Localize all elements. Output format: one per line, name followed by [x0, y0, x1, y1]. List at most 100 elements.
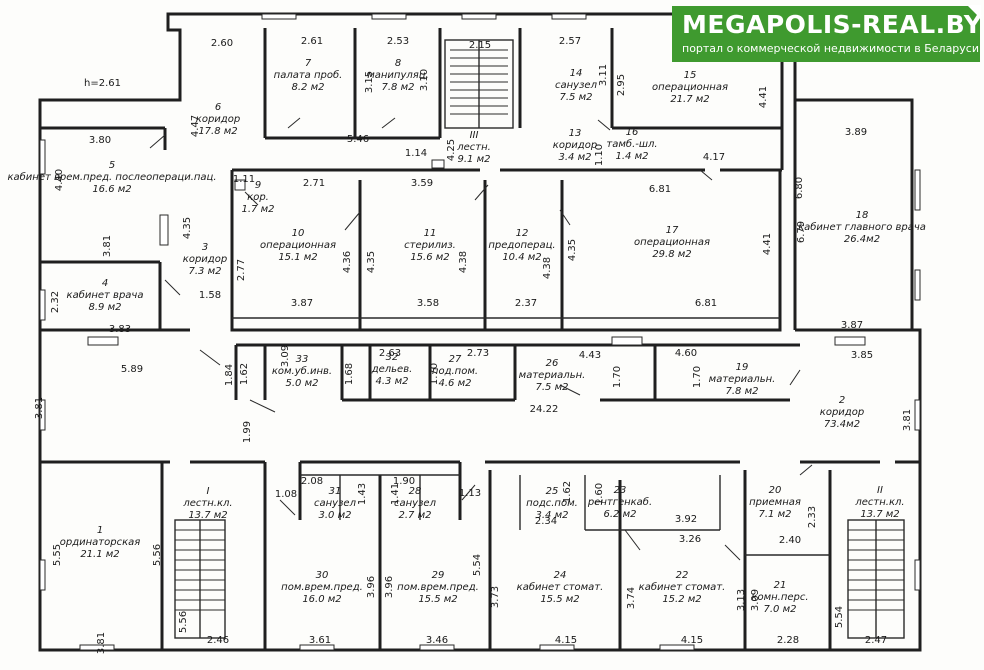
room-label: 20	[769, 485, 782, 496]
watermark-logo: MEGAPOLIS-REAL.BY портал о коммерческой …	[672, 5, 983, 62]
room-label: 15	[684, 70, 697, 81]
dimension-label: 3.15	[364, 71, 375, 93]
dimension-label: 3.80	[89, 135, 111, 146]
dimension-label: 6.81	[695, 298, 717, 309]
dimension-label: 3.81	[102, 235, 113, 257]
dimension-label: 3.96	[384, 576, 395, 598]
room-label: предоперац.	[488, 240, 555, 251]
room-label: 5	[109, 160, 115, 171]
dimension-label: 1.43	[357, 483, 368, 505]
dimension-label: 4.47	[190, 115, 201, 137]
room-label: 33	[296, 354, 309, 365]
dimension-label: 4.40	[54, 169, 65, 191]
room-label: 9	[255, 180, 261, 191]
dimension-label: 3.10	[419, 69, 430, 91]
room-label: кабинет врача	[67, 289, 144, 301]
room-label: операционная	[260, 240, 336, 251]
dimension-label: 1.84	[224, 364, 235, 386]
room-label: санузел	[314, 498, 357, 509]
room-label: 1.7 м2	[242, 204, 275, 215]
dimension-label: 1.62	[239, 363, 250, 385]
room-label: стерилиз.	[404, 240, 456, 251]
dimension-label: 1.11	[233, 174, 255, 185]
room-label: 7.1 м2	[759, 509, 792, 520]
dimension-label: 4.25	[446, 139, 457, 161]
dimension-label: 3.87	[291, 298, 313, 309]
dimension-label: 2.47	[865, 635, 887, 646]
dimension-label: 3.81	[96, 632, 107, 654]
inner-walls	[40, 28, 920, 650]
room-label: 4.6 м2	[439, 378, 472, 389]
door-swings	[149, 117, 813, 561]
room-label: пом.врем.пред.	[281, 582, 363, 593]
dimension-label: 4.41	[762, 233, 773, 255]
room-label: 21.1 м2	[80, 549, 119, 560]
room-label: материальн.	[709, 374, 776, 385]
dimension-label: 6.79	[796, 221, 807, 243]
room-label: подс.пом.	[526, 498, 578, 509]
dimension-label: 2.63	[379, 348, 401, 359]
room-label: 27	[449, 354, 462, 365]
dimension-label: 2.61	[301, 36, 323, 47]
room-label: приемная	[749, 497, 801, 508]
dimension-label: 4.41	[758, 86, 769, 108]
room-label: 23	[614, 485, 627, 496]
dimension-label: 1.90	[393, 476, 415, 487]
room-label: 1.4 м2	[616, 151, 649, 162]
dimension-label: 2.57	[559, 36, 581, 47]
room-label: 15.5 м2	[540, 594, 579, 605]
room-label: кабинет врем.пред. послеопераци.пац.	[7, 171, 216, 183]
dimension-label: 2.32	[50, 291, 61, 313]
room-label: 21	[774, 580, 787, 591]
dimension-label: 1.68	[344, 363, 355, 385]
dimension-label: 3.13	[736, 589, 747, 611]
room-label: 15.6 м2	[410, 252, 449, 263]
room-label: I	[207, 486, 210, 497]
watermark-title: MEGAPOLIS-REAL.BY	[682, 10, 983, 39]
dimension-label: 3.09	[280, 345, 291, 367]
dimension-label: 5.46	[347, 134, 369, 145]
room-label: лестн.	[456, 142, 491, 153]
room-label: рентгенкаб.	[587, 496, 652, 508]
room-label: 10	[292, 228, 305, 239]
room-label: дельев.	[371, 364, 413, 375]
dimension-label: 2.95	[616, 74, 627, 96]
room-label: санузел	[555, 80, 598, 91]
room-label: 26.4м2	[844, 234, 880, 245]
dimension-label: 5.56	[152, 544, 163, 566]
dimension-label: 3.46	[426, 635, 448, 646]
dimension-label: 6.80	[794, 177, 805, 199]
dimension-label: 4.17	[703, 152, 725, 163]
dimension-label: 2.33	[807, 506, 818, 528]
staircase-graphics	[174, 39, 905, 639]
room-label: под.пом.	[432, 366, 478, 377]
room-label: 17	[666, 225, 679, 236]
dimension-label: 1.70	[612, 366, 623, 388]
dimension-label: 24.22	[530, 404, 559, 415]
room-label: ком.уб.инв.	[272, 365, 332, 377]
watermark-corner	[967, 5, 981, 19]
room-label: 14	[570, 68, 583, 79]
room-label: санузел	[394, 498, 437, 509]
room-label: 16.6 м2	[92, 184, 131, 195]
room-label: 4	[102, 278, 108, 289]
room-label: 2.7 м2	[399, 510, 432, 521]
room-label: кабинет главного врача	[798, 221, 926, 233]
room-label: 7.0 м2	[764, 604, 797, 615]
room-label: 8	[395, 58, 401, 69]
dimension-label: 3.96	[366, 576, 377, 598]
room-label: 22	[676, 570, 689, 581]
dimension-label: 1.10	[594, 144, 605, 166]
dimension-label: 1.41	[390, 483, 401, 505]
room-label: 16.0 м2	[302, 594, 341, 605]
dimension-label: 1.14	[405, 148, 427, 159]
room-label: 5.0 м2	[286, 378, 319, 389]
room-label: 3	[202, 242, 208, 253]
dimension-label: 5.54	[472, 554, 483, 576]
watermark-subtitle: портал о коммерческой недвижимости в Бел…	[682, 42, 979, 55]
room-label: 12	[516, 228, 529, 239]
dimension-label: 5.89	[121, 364, 143, 375]
dimension-label: 2.77	[236, 259, 247, 281]
dimension-label: 4.38	[458, 251, 469, 273]
dimension-label: 4.15	[555, 635, 577, 646]
